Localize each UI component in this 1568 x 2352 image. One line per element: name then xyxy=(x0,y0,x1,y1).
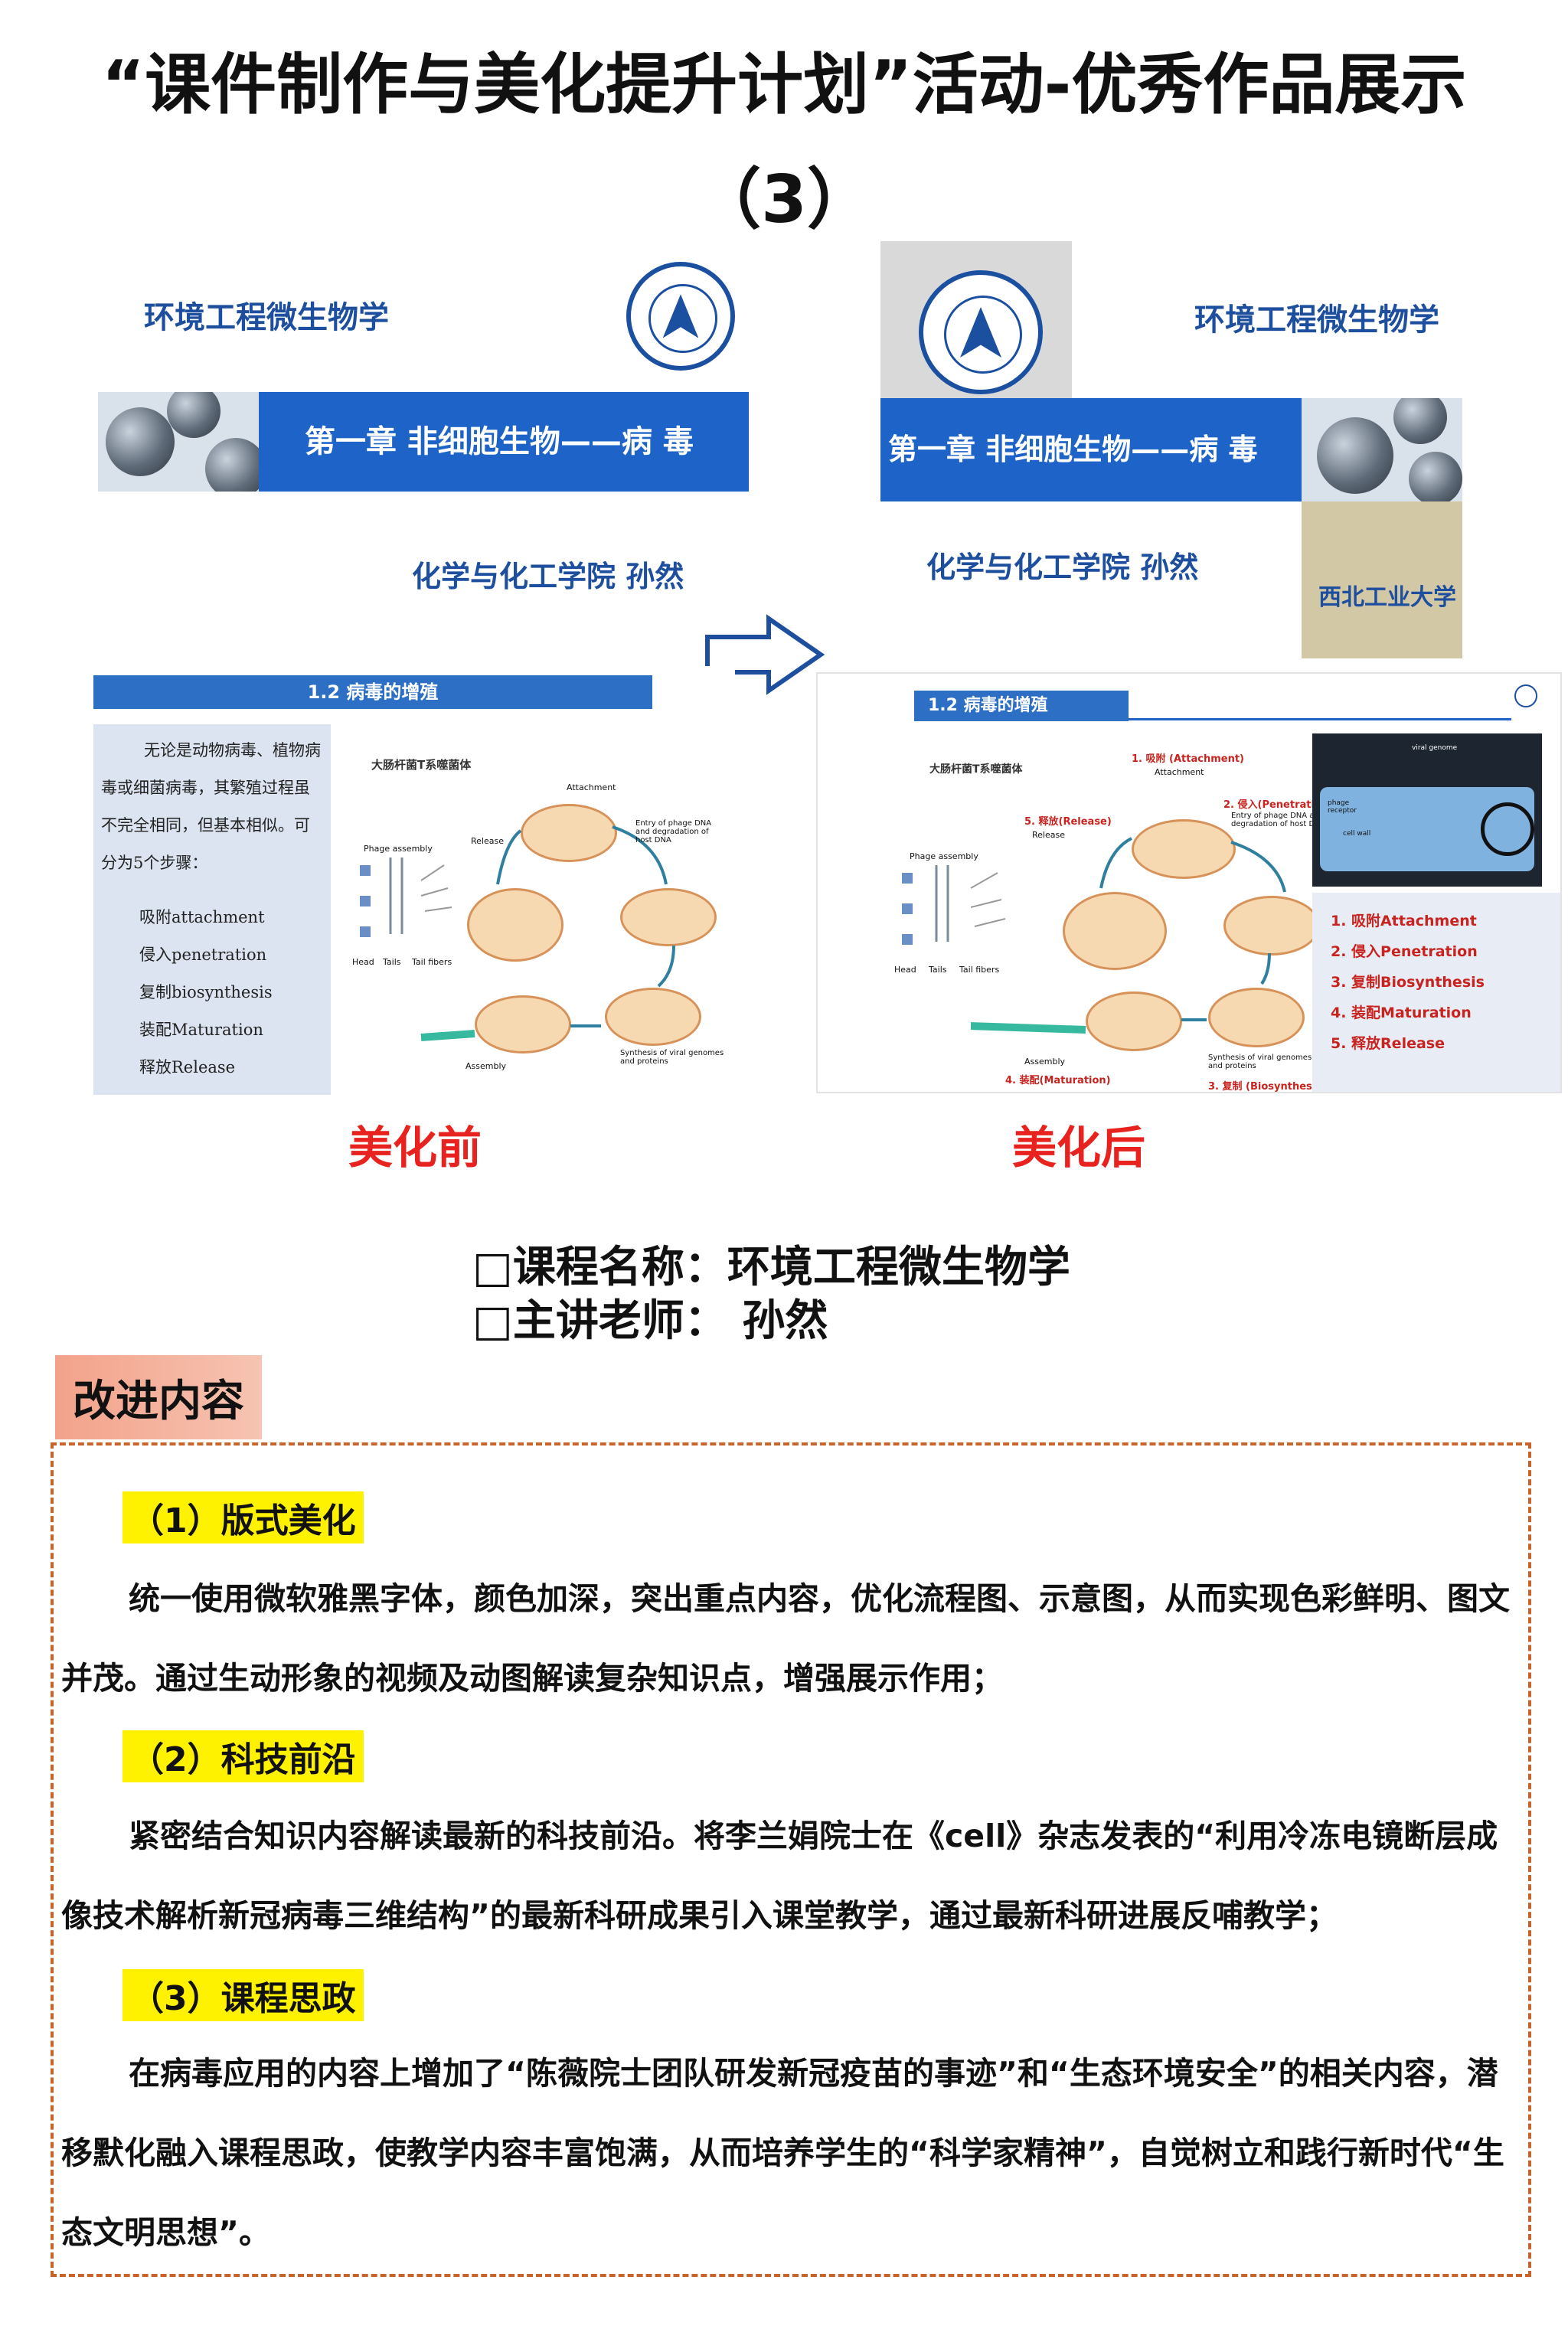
course-title: 环境工程微生物学 xyxy=(144,300,389,335)
phage-cycle-figure: Attachment Entry of phage DNA and degrad… xyxy=(337,773,724,1095)
improvement-text: 统一使用微软雅黑字体，颜色加深，突出重点内容，优化流程图、示意图，从而实现色彩鲜… xyxy=(61,1580,1510,1697)
improvement-heading: （1）版式美化 xyxy=(122,1491,364,1544)
fig-label-release: Release xyxy=(471,836,504,846)
after-cover-slide: 环境工程微生物学 第一章 非细胞生物——病 毒 西北工业大学 化学与化工学院 孙… xyxy=(880,241,1462,658)
author-line: 化学与化工学院 孙然 xyxy=(926,550,1199,584)
fig-label-tail-fibers: Tail fibers xyxy=(412,957,452,967)
improvement-heading: （3）课程思政 xyxy=(122,1969,364,2021)
step-item: 吸附attachment xyxy=(139,908,265,926)
fig-label-release-cn: 5. 释放(Release) xyxy=(1024,816,1112,828)
fig-label-assembly: Assembly xyxy=(1024,1057,1066,1067)
university-logo xyxy=(1514,684,1537,707)
fig-label-maturation-cn: 4. 装配(Maturation) xyxy=(1005,1075,1111,1086)
figure-title: 大肠杆菌T系噬菌体 xyxy=(371,758,472,772)
label-phage-receptor: phage receptor xyxy=(1328,799,1357,815)
course-title: 环境工程微生物学 xyxy=(1194,302,1439,338)
page-title: “课件制作与美化提升计划”活动-优秀作品展示 xyxy=(101,47,1467,123)
fig-label-synthesis: Synthesis of viral genomes and proteins xyxy=(620,1049,724,1066)
fig-label-tail-fibers: Tail fibers xyxy=(959,965,1000,975)
improvement-text: 在病毒应用的内容上增加了“陈薇院士团队研发新冠疫苗的事迹”和“生态环境安全”的相… xyxy=(61,2055,1504,2251)
phage-receptor-image: viral genome phage receptor cell wall xyxy=(1312,733,1542,887)
fig-label-phage-assembly: Phage assembly xyxy=(364,844,433,854)
fig-label-biosynthesis-cn: 3. 复制 (Biosynthesis) xyxy=(1208,1081,1326,1093)
step-item: 2. 侵入Penetration xyxy=(1331,943,1478,960)
heading-rule xyxy=(1129,718,1511,720)
step-item: 5. 释放Release xyxy=(1331,1035,1445,1052)
fig-label-head: Head xyxy=(352,957,374,967)
fig-label-phage-assembly: Phage assembly xyxy=(910,851,978,861)
fig-label-tails: Tails xyxy=(929,965,947,975)
step-item: 侵入penetration xyxy=(139,946,267,964)
university-logo xyxy=(626,262,735,371)
fig-label-entry: Entry of phage DNA and degradation of ho… xyxy=(635,819,712,844)
phage-cycle-figure: 1. 吸附 (Attachment) Attachment 2. 侵入(Pene… xyxy=(871,735,1361,1093)
step-item: 3. 复制Biosynthesis xyxy=(1331,974,1485,991)
before-content-slide: 1.2 病毒的增殖 无论是动物病毒、植物病毒或细菌病毒，其繁殖过程虽不完全相同，… xyxy=(0,666,735,1095)
virus-image xyxy=(98,392,259,492)
course-name: □课程名称：环境工程微生物学 xyxy=(472,1243,1070,1292)
fig-label-attachment: Attachment xyxy=(567,782,616,792)
fig-label-head: Head xyxy=(894,965,916,975)
author-line: 化学与化工学院 孙然 xyxy=(412,560,684,593)
label-viral-genome: viral genome xyxy=(1412,744,1458,752)
intro-text: 无论是动物病毒、植物病毒或细菌病毒，其繁殖过程虽不完全相同，但基本相似。可分为5… xyxy=(101,741,321,872)
slide-heading: 1.2 病毒的增殖 xyxy=(914,691,1129,721)
step-item: 释放Release xyxy=(139,1058,236,1076)
university-logo xyxy=(919,270,1043,394)
improvements-box xyxy=(51,1442,1531,2277)
intro-panel: 无论是动物病毒、植物病毒或细菌病毒，其繁殖过程虽不完全相同，但基本相似。可分为5… xyxy=(93,724,331,1095)
step-item: 4. 装配Maturation xyxy=(1331,1004,1472,1021)
after-content-slide: 1.2 病毒的增殖 大肠杆菌T系噬菌体 1. 吸附 (Attachment) A… xyxy=(816,672,1562,1093)
improvement-text: 紧密结合知识内容解读最新的科技前沿。将李兰娟院士在《cell》杂志发表的“利用冷… xyxy=(61,1818,1498,1934)
chapter-banner: 第一章 非细胞生物——病 毒 xyxy=(880,398,1302,501)
label-cell-wall: cell wall xyxy=(1343,830,1371,838)
virus-image xyxy=(1302,398,1462,501)
fig-label-assembly: Assembly xyxy=(466,1061,507,1071)
figure-title: 大肠杆菌T系噬菌体 xyxy=(929,763,1023,776)
page-title-number: （3） xyxy=(695,162,873,238)
chapter-banner: 第一章 非细胞生物——病 毒 xyxy=(259,392,749,492)
university-name: 西北工业大学 xyxy=(1318,584,1456,611)
university-panel: 西北工业大学 xyxy=(1302,501,1462,658)
step-list: 吸附attachment 侵入penetration 复制biosynthesi… xyxy=(139,899,323,1086)
fig-label-synthesis: Synthesis of viral genomes and proteins xyxy=(1208,1054,1312,1070)
step-item: 复制biosynthesis xyxy=(139,983,273,1001)
after-label: 美化后 xyxy=(1012,1122,1146,1174)
before-label: 美化前 xyxy=(348,1122,482,1174)
step-panel: 1. 吸附Attachment 2. 侵入Penetration 3. 复制Bi… xyxy=(1312,893,1560,1092)
before-cover-slide: 环境工程微生物学 第一章 非细胞生物——病 毒 化学与化工学院 孙然 xyxy=(60,247,749,660)
fig-label-entry: Entry of phage DNA and degradation of ho… xyxy=(1231,812,1326,828)
step-item: 装配Maturation xyxy=(139,1021,263,1039)
fig-label-attachment: Attachment xyxy=(1155,767,1204,777)
slide-heading: 1.2 病毒的增殖 xyxy=(93,675,652,709)
fig-label-pen-cn: 2. 侵入(Penetration) xyxy=(1223,799,1334,811)
course-teacher: □主讲老师： 孙然 xyxy=(472,1296,828,1346)
improvements-tag: 改进内容 xyxy=(55,1355,262,1439)
step-item: 1. 吸附Attachment xyxy=(1331,913,1477,929)
fig-label-tails: Tails xyxy=(383,957,401,967)
improvement-heading: （2）科技前沿 xyxy=(122,1730,364,1782)
fig-label-attach-cn: 1. 吸附 (Attachment) xyxy=(1132,753,1244,765)
fig-label-release: Release xyxy=(1032,830,1065,840)
